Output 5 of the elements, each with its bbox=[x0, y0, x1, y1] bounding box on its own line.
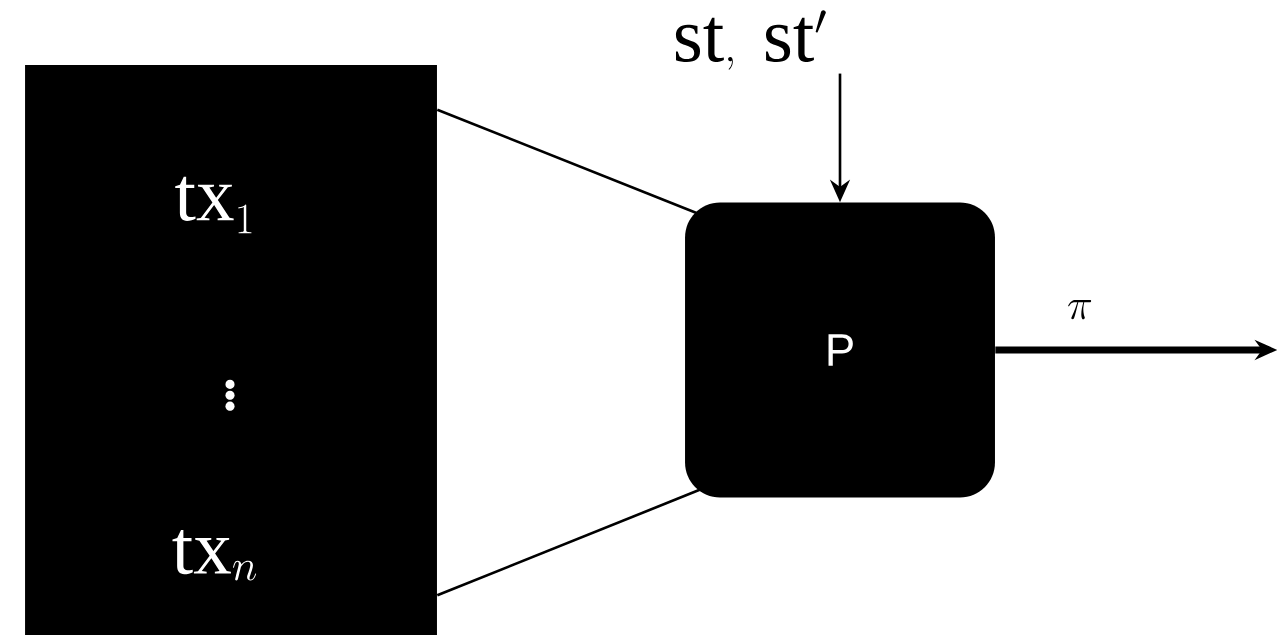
process-box: P bbox=[685, 202, 995, 498]
edge-label: $\pi$ bbox=[1068, 299, 1092, 320]
panel-box: $\mathrm{tx}_1$ $\vdots$ $\mathrm{tx}_n$ bbox=[25, 65, 437, 635]
connector-line bbox=[436, 488, 701, 597]
input-label: $\mathrm{st},\ \mathrm{st}'$ bbox=[675, 10, 826, 70]
